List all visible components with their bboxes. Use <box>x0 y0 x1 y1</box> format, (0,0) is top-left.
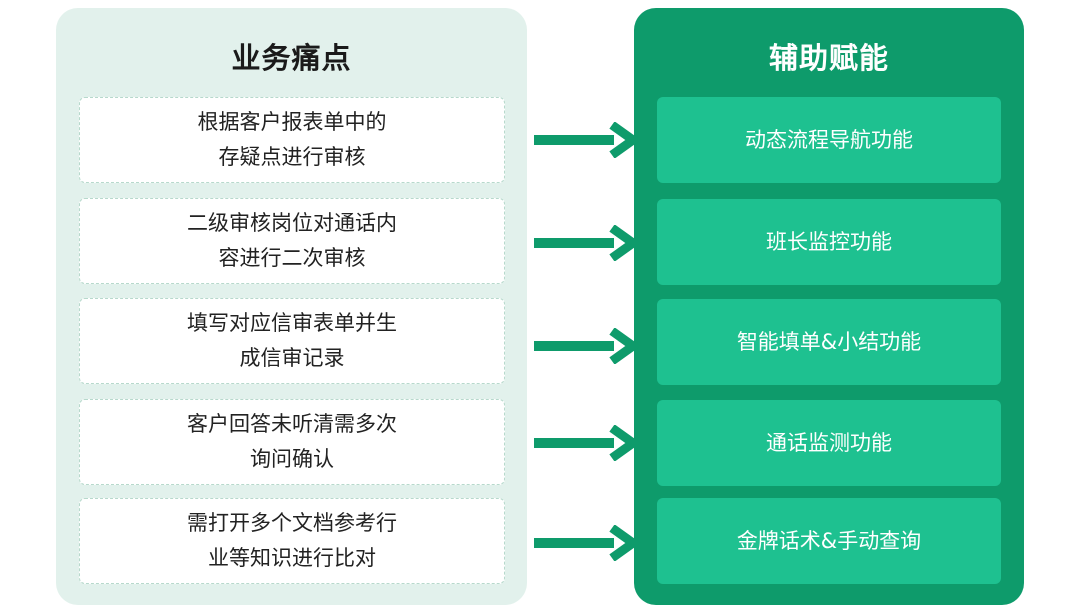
arrow-right-icon <box>534 225 641 261</box>
feature-box-3: 智能填单&小结功能 <box>657 299 1001 385</box>
pain-point-text-2: 二级审核岗位对通话内 容进行二次审核 <box>162 206 422 276</box>
pain-point-4-line-1: 客户回答未听清需多次 <box>187 412 397 436</box>
pain-point-box-1: 根据客户报表单中的 存疑点进行审核 <box>79 97 505 183</box>
pain-points-title: 业务痛点 <box>231 41 352 75</box>
enablement-title: 辅助赋能 <box>768 41 889 75</box>
pain-point-4-line-2: 询问确认 <box>250 447 334 471</box>
pain-point-5-line-1: 需打开多个文档参考行 <box>187 511 397 535</box>
feature-label-4: 通话监测功能 <box>766 431 892 455</box>
pain-point-text-3: 填写对应信审表单并生 成信审记录 <box>162 306 422 376</box>
pain-point-1-line-2: 存疑点进行审核 <box>218 145 366 169</box>
arrow-right-icon <box>534 328 641 364</box>
feature-box-2: 班长监控功能 <box>657 199 1001 285</box>
pain-point-text-1: 根据客户报表单中的 存疑点进行审核 <box>162 105 422 175</box>
feature-box-5: 金牌话术&手动查询 <box>657 498 1001 584</box>
pain-point-3-line-1: 填写对应信审表单并生 <box>187 311 397 335</box>
feature-label-2: 班长监控功能 <box>766 230 892 254</box>
arrow-right-icon <box>534 122 641 158</box>
pain-point-box-3: 填写对应信审表单并生 成信审记录 <box>79 298 505 384</box>
pain-point-3-line-2: 成信审记录 <box>239 346 345 370</box>
pain-point-5-line-2: 业等知识进行比对 <box>208 546 376 570</box>
pain-point-1-line-1: 根据客户报表单中的 <box>197 110 387 134</box>
feature-label-5: 金牌话术&手动查询 <box>736 529 922 553</box>
pain-point-2-line-1: 二级审核岗位对通话内 <box>187 211 397 235</box>
arrow-right-icon <box>534 425 641 461</box>
feature-box-1: 动态流程导航功能 <box>657 97 1001 183</box>
pain-point-box-2: 二级审核岗位对通话内 容进行二次审核 <box>79 198 505 284</box>
pain-point-text-5: 需打开多个文档参考行 业等知识进行比对 <box>162 506 422 576</box>
feature-label-3: 智能填单&小结功能 <box>736 330 922 354</box>
feature-box-4: 通话监测功能 <box>657 400 1001 486</box>
arrow-right-icon <box>534 525 641 561</box>
pain-point-box-4: 客户回答未听清需多次 询问确认 <box>79 399 505 485</box>
feature-label-1: 动态流程导航功能 <box>745 128 913 152</box>
pain-point-2-line-2: 容进行二次审核 <box>218 246 366 270</box>
pain-point-box-5: 需打开多个文档参考行 业等知识进行比对 <box>79 498 505 584</box>
pain-point-text-4: 客户回答未听清需多次 询问确认 <box>162 407 422 477</box>
